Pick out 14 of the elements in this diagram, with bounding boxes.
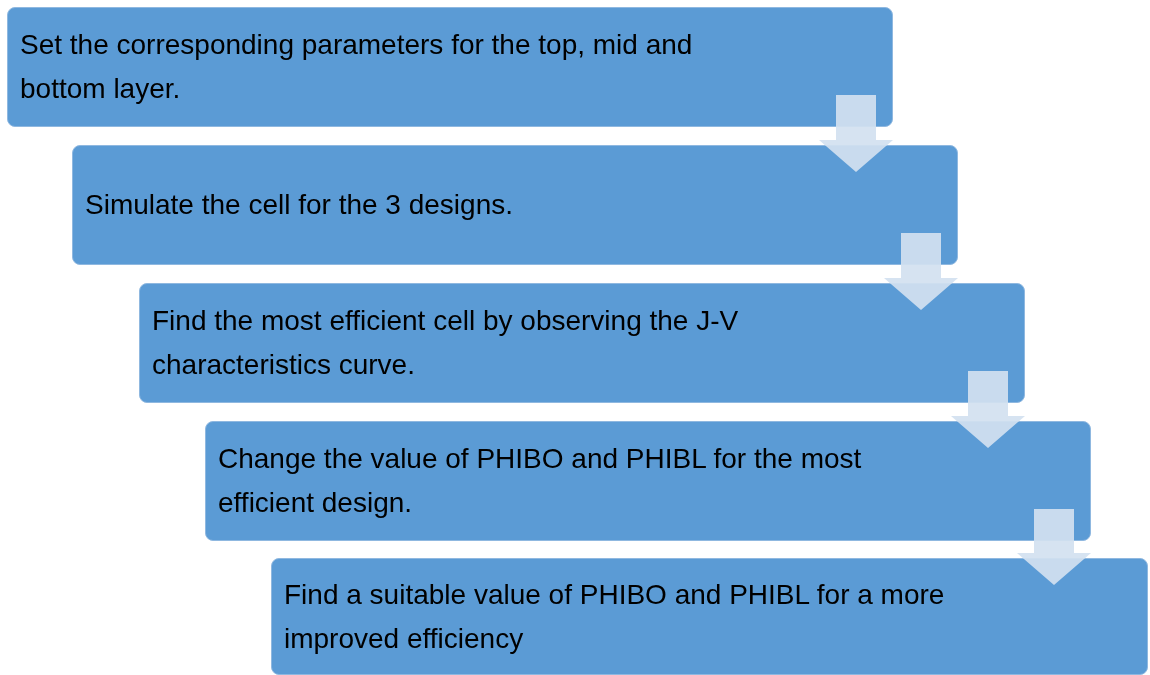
block-arrow <box>819 95 893 172</box>
block-arrow <box>1017 509 1091 585</box>
step-text: Simulate the cell for the 3 designs. <box>85 188 513 222</box>
process-box <box>139 283 1025 403</box>
block-arrow <box>951 371 1025 448</box>
block-arrow <box>884 233 958 310</box>
process-box <box>72 145 958 265</box>
process-box <box>205 421 1091 541</box>
step-text: Set the corresponding parameters for the top, mid and bottom layer. <box>20 28 694 106</box>
process-box <box>271 558 1148 675</box>
step-text: Find a suitable value of PHIBO and PHIBL for a more improved efficiency <box>284 577 946 656</box>
step-text: Change the value of PHIBO and PHIBL for the most efficient design. <box>218 442 863 520</box>
step-text: Find the most efficient cell by observing the J-V characteristics curve. <box>152 304 740 382</box>
process-box <box>7 7 893 127</box>
